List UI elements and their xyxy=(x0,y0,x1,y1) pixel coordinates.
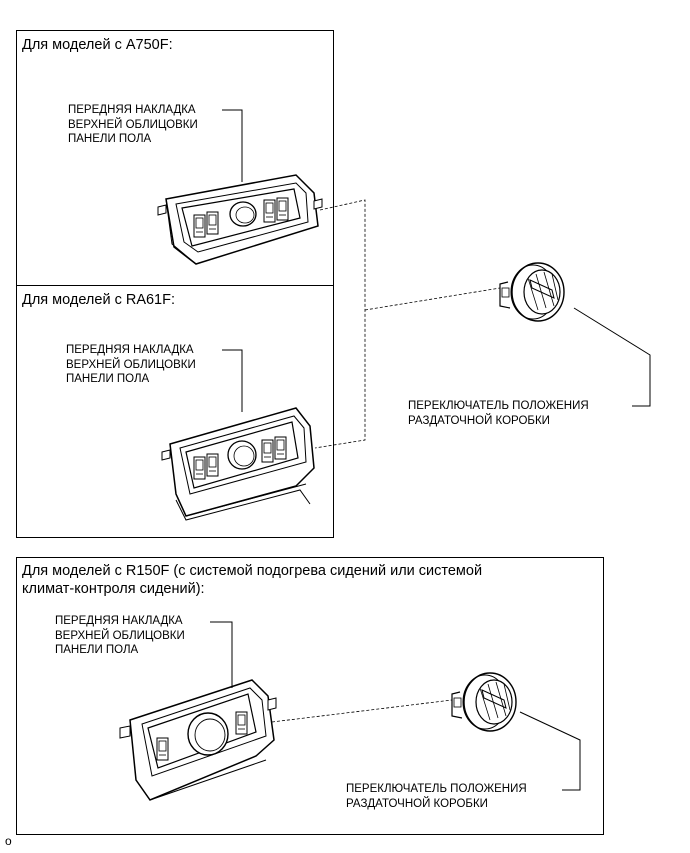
part-label-ra61f: ПЕРЕДНЯЯ НАКЛАДКА ВЕРХНЕЙ ОБЛИЦОВКИ ПАНЕ… xyxy=(66,344,196,385)
part-label-a750f: ПЕРЕДНЯЯ НАКЛАДКА ВЕРХНЕЙ ОБЛИЦОВКИ ПАНЕ… xyxy=(68,104,198,145)
panel-ra61f xyxy=(16,285,334,538)
figure-id: o xyxy=(5,834,12,848)
panel-title-a750f: Для моделей с A750F: xyxy=(22,37,173,53)
panel-title-ra61f: Для моделей с RA61F: xyxy=(22,292,176,308)
panel-title-r150f: Для моделей с R150F (с системой подогрев… xyxy=(22,563,483,597)
part-label-r150f: ПЕРЕДНЯЯ НАКЛАДКА ВЕРХНЕЙ ОБЛИЦОВКИ ПАНЕ… xyxy=(55,615,185,656)
panel-a750f xyxy=(16,30,334,286)
switch-label-shared: ПЕРЕКЛЮЧАТЕЛЬ ПОЛОЖЕНИЯ РАЗДАТОЧНОЙ КОРО… xyxy=(408,400,589,427)
switch-label-r150f: ПЕРЕКЛЮЧАТЕЛЬ ПОЛОЖЕНИЯ РАЗДАТОЧНОЙ КОРО… xyxy=(346,783,527,810)
transfer-switch-icon xyxy=(499,262,565,322)
